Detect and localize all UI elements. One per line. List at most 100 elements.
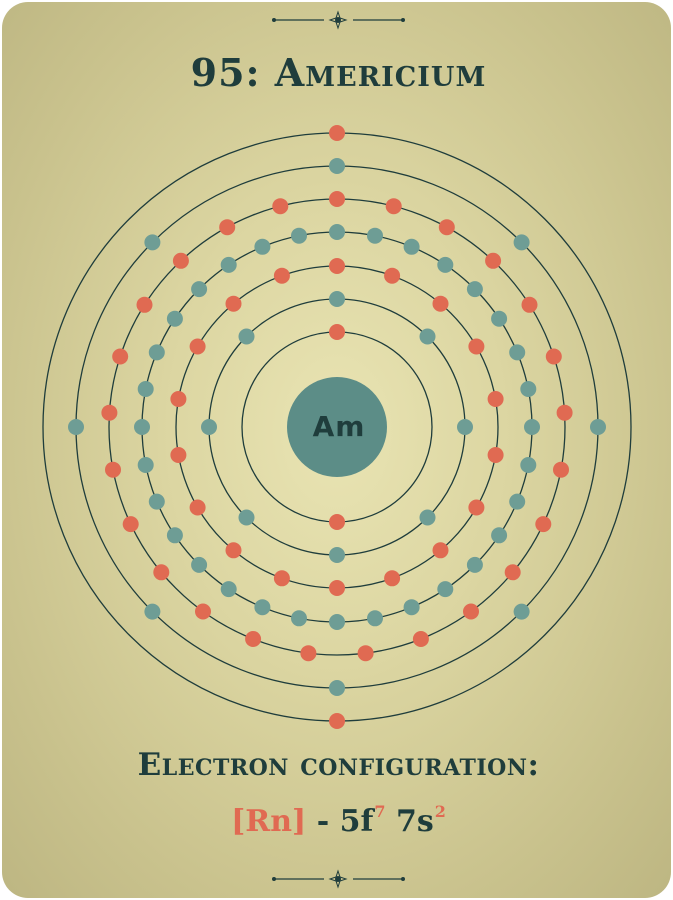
- electron: [491, 310, 508, 327]
- electron: [520, 457, 537, 473]
- electron: [272, 198, 289, 215]
- electron: [329, 614, 345, 630]
- electron: [466, 556, 483, 573]
- electron: [590, 419, 606, 435]
- electron: [485, 252, 502, 269]
- electron: [329, 291, 345, 307]
- page-title: 95: Americium: [190, 50, 487, 95]
- electron: [144, 234, 161, 251]
- electron: [201, 419, 217, 435]
- noble-gas-core: [Rn]: [231, 804, 307, 839]
- electron: [329, 191, 345, 207]
- electron: [329, 158, 345, 174]
- electron: [329, 324, 345, 340]
- electron: [513, 603, 530, 620]
- element-symbol: Am: [312, 410, 366, 443]
- electron: [134, 419, 150, 435]
- electron: [463, 603, 479, 620]
- electron: [300, 645, 317, 662]
- electron: [329, 224, 345, 240]
- electron: [105, 461, 121, 478]
- electron: [437, 581, 454, 598]
- electron: [468, 338, 485, 355]
- electron: [357, 645, 374, 662]
- electron: [101, 404, 118, 421]
- electron: [403, 238, 420, 255]
- orbital-7s: 7s: [395, 804, 434, 839]
- electron: [487, 391, 504, 407]
- electron: [144, 603, 161, 620]
- electron: [491, 527, 508, 544]
- electron: [189, 338, 206, 355]
- electron: [136, 296, 153, 313]
- electron: [148, 493, 165, 510]
- electron: [273, 267, 290, 284]
- electron: [384, 570, 401, 587]
- electron: [509, 493, 526, 510]
- electron: [466, 281, 483, 298]
- electron: [329, 713, 345, 729]
- electron: [112, 348, 129, 365]
- electron: [238, 509, 255, 526]
- electron: [438, 219, 455, 236]
- electron: [153, 564, 170, 581]
- electron: [521, 296, 538, 313]
- electron: [254, 599, 271, 616]
- electron: [419, 328, 436, 345]
- electron: [384, 267, 401, 284]
- electron: [329, 514, 345, 530]
- electron: [545, 348, 562, 365]
- electron: [437, 256, 454, 273]
- electron: [220, 581, 237, 598]
- electron: [191, 281, 208, 298]
- electron: [535, 516, 552, 533]
- electron: [170, 391, 187, 407]
- orbital-5f-count: 7: [374, 802, 386, 821]
- electron: [245, 631, 262, 647]
- electron: [329, 547, 345, 563]
- electron: [329, 125, 345, 141]
- electron: [254, 238, 271, 255]
- electron: [412, 631, 429, 647]
- electron: [432, 542, 449, 559]
- electron: [166, 310, 183, 327]
- electron: [556, 404, 573, 421]
- electron: [220, 256, 237, 273]
- electron: [238, 328, 255, 345]
- electron: [520, 381, 537, 397]
- orbital-5f: 5f: [339, 804, 374, 839]
- electron: [367, 610, 383, 627]
- electron: [219, 219, 236, 236]
- electron: [273, 570, 290, 587]
- electron: [225, 542, 242, 559]
- electron: [487, 447, 504, 463]
- electron: [137, 381, 154, 397]
- electron: [122, 516, 139, 533]
- electron-configuration: [Rn] - 5f7 7s2: [2, 802, 671, 839]
- configuration-label: Electron configuration:: [137, 747, 540, 783]
- configuration-separator: -: [306, 804, 340, 839]
- electron: [148, 344, 165, 361]
- electron: [191, 556, 208, 573]
- electron: [137, 457, 154, 473]
- electron: [225, 295, 242, 312]
- electron: [329, 258, 345, 274]
- electron: [189, 499, 206, 516]
- electron: [68, 419, 84, 435]
- orbital-7s-count: 2: [434, 802, 446, 821]
- electron: [329, 580, 345, 596]
- electron: [367, 227, 383, 244]
- electron: [195, 603, 211, 620]
- top-ornament-icon: [272, 10, 405, 30]
- electron: [172, 252, 189, 269]
- electron: [385, 198, 402, 215]
- electron: [403, 599, 420, 616]
- electron: [457, 419, 473, 435]
- electron: [166, 527, 183, 544]
- nucleus: [287, 377, 387, 477]
- electron: [291, 610, 307, 627]
- electron: [329, 680, 345, 696]
- electron: [513, 234, 530, 251]
